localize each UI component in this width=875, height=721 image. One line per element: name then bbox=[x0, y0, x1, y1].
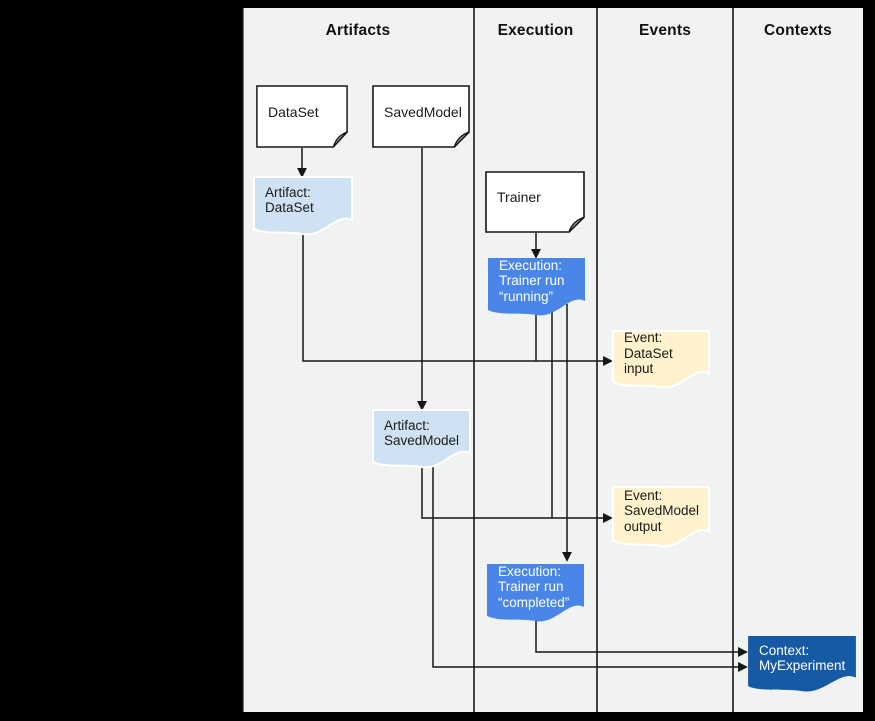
diagram-canvas: Artifacts Execution Events Contexts Data… bbox=[242, 8, 863, 712]
node-execution-completed: Execution: Trainer run “completed” bbox=[486, 563, 585, 624]
document-shape bbox=[612, 486, 710, 548]
node-execution-running: Execution: Trainer run “running” bbox=[487, 257, 586, 318]
node-artifact-savedmodel: Artifact: SavedModel bbox=[372, 409, 471, 470]
node-label: Execution: Trainer run “completed” bbox=[498, 563, 570, 610]
document-shape bbox=[372, 409, 471, 469]
note-shape bbox=[372, 85, 470, 148]
column-header-events: Events bbox=[638, 22, 692, 39]
document-shape bbox=[486, 564, 585, 622]
column-header-contexts: Contexts bbox=[764, 22, 832, 39]
node-label: Event: DataSet input bbox=[624, 330, 673, 377]
node-label: SavedModel bbox=[384, 103, 462, 120]
node-dataset: DataSet bbox=[256, 85, 348, 148]
edge-artifact-savedmodel-to-event-output bbox=[421, 460, 613, 523]
node-label: Trainer bbox=[497, 189, 541, 205]
column-dividers bbox=[242, 8, 734, 712]
document-shape bbox=[612, 330, 710, 389]
edge-artifact-dataset-to-event-input bbox=[302, 230, 613, 366]
node-context-myexperiment: Context: MyExperiment bbox=[747, 635, 857, 694]
edge-artifact-savedmodel-to-context bbox=[432, 463, 748, 672]
node-trainer: Trainer bbox=[485, 171, 585, 233]
note-shape bbox=[256, 85, 348, 148]
node-label: Event: SavedModel output bbox=[624, 487, 700, 534]
column-header-artifacts: Artifacts bbox=[325, 22, 391, 39]
node-label: Context: MyExperiment bbox=[759, 642, 846, 674]
node-artifact-dataset: Artifact: DataSet bbox=[253, 176, 353, 237]
note-shape bbox=[485, 171, 585, 233]
document-shape bbox=[487, 258, 586, 316]
document-shape bbox=[748, 635, 856, 692]
column-header-execution: Execution bbox=[497, 22, 574, 39]
node-event-savedmodel-output: Event: SavedModel output bbox=[612, 486, 710, 549]
node-label: Execution: Trainer run “running” bbox=[499, 257, 565, 304]
edge-execution-completed-to-context bbox=[535, 618, 748, 657]
document-shape bbox=[253, 176, 353, 236]
node-label: Artifact: SavedModel bbox=[384, 417, 460, 449]
node-label: Artifact: DataSet bbox=[265, 184, 314, 216]
connector-layer bbox=[242, 8, 748, 712]
node-label: DataSet bbox=[268, 103, 319, 120]
node-event-dataset-input: Event: DataSet input bbox=[612, 330, 710, 390]
node-savedmodel: SavedModel bbox=[372, 85, 470, 148]
